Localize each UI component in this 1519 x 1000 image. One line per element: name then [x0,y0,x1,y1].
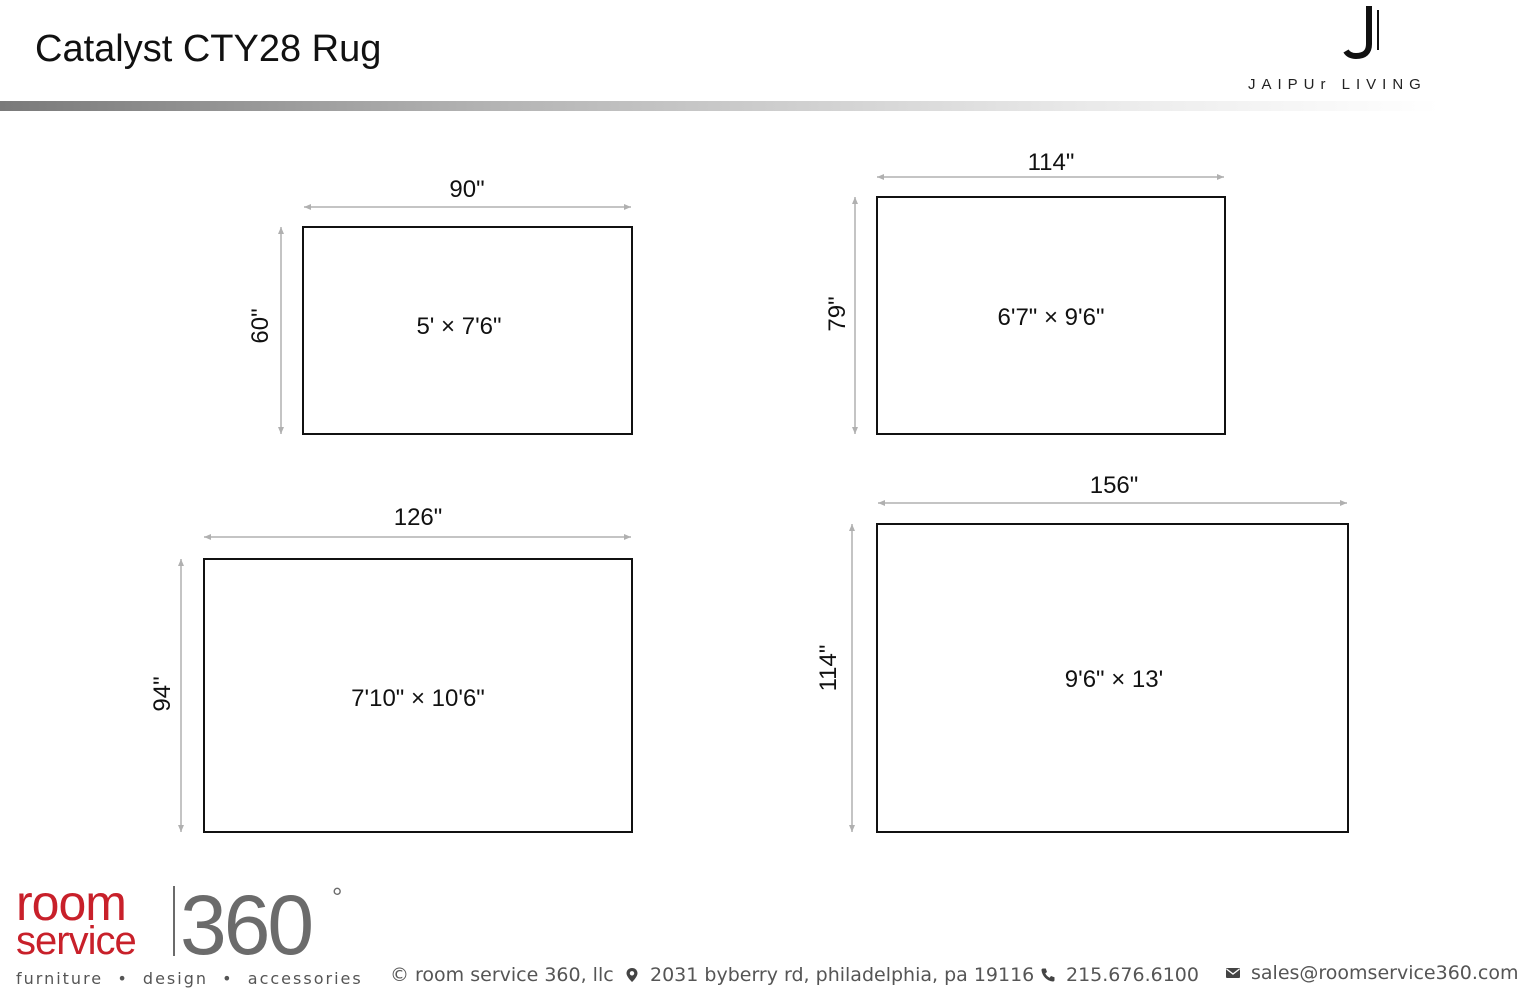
height-dimension-label: 79" [824,296,851,331]
rug-group-4: 156" 114" 9'6" × 13' [815,472,1349,833]
page-title: Catalyst CTY28 Rug [35,28,382,70]
rug-group-2: 114" 79" 6'7" × 9'6" [824,149,1226,435]
footer-copyright: © room service 360, llc [390,964,614,986]
rug-group-1: 90" 60" 5' × 7'6" [247,176,633,435]
logo-tagline: furniture • design • accessories [16,969,363,988]
header-divider [0,101,1440,111]
room-service-360-logo: room service 360 ° furniture • design • … [16,875,361,988]
width-dimension-label: 90" [449,176,484,203]
copyright-text: © room service 360, llc [390,964,614,986]
height-dimension-label: 60" [247,308,274,343]
rug-outline [876,523,1349,833]
brand-name: JAIPUr LIVING [1248,76,1427,93]
footer-address: 2031 byberry rd, philadelphia, pa 19116 [624,964,1034,986]
footer-phone: 215.676.6100 [1040,964,1199,986]
logo-room: room [16,875,126,931]
rug-group-3: 126" 94" 7'10" × 10'6" [149,504,633,833]
logo-degree: ° [332,882,342,912]
map-pin-icon [626,968,638,982]
logo-service: service [16,919,136,963]
email-link[interactable]: sales@roomservice360.com [1251,962,1519,984]
logo-360: 360 [180,878,311,972]
rug-outline [876,196,1226,435]
jaipur-living-logo-mark [1343,6,1379,60]
height-dimension-label: 114" [815,645,842,692]
envelope-icon [1226,968,1240,978]
rug-size-label: 7'10" × 10'6" [351,685,485,712]
rug-outline [302,226,633,435]
phone-text: 215.676.6100 [1066,964,1199,986]
rug-size-label: 6'7" × 9'6" [998,304,1105,331]
height-dimension-label: 94" [149,676,176,711]
footer-email: sales@roomservice360.com [1225,962,1519,984]
rug-size-label: 5' × 7'6" [416,313,501,340]
phone-icon [1041,968,1055,982]
address-text: 2031 byberry rd, philadelphia, pa 19116 [650,964,1035,986]
rug-outline [203,558,633,833]
width-dimension-label: 126" [394,504,443,531]
width-dimension-label: 156" [1090,472,1139,499]
rug-size-label: 9'6" × 13' [1065,666,1163,693]
width-dimension-label: 114" [1028,149,1075,176]
